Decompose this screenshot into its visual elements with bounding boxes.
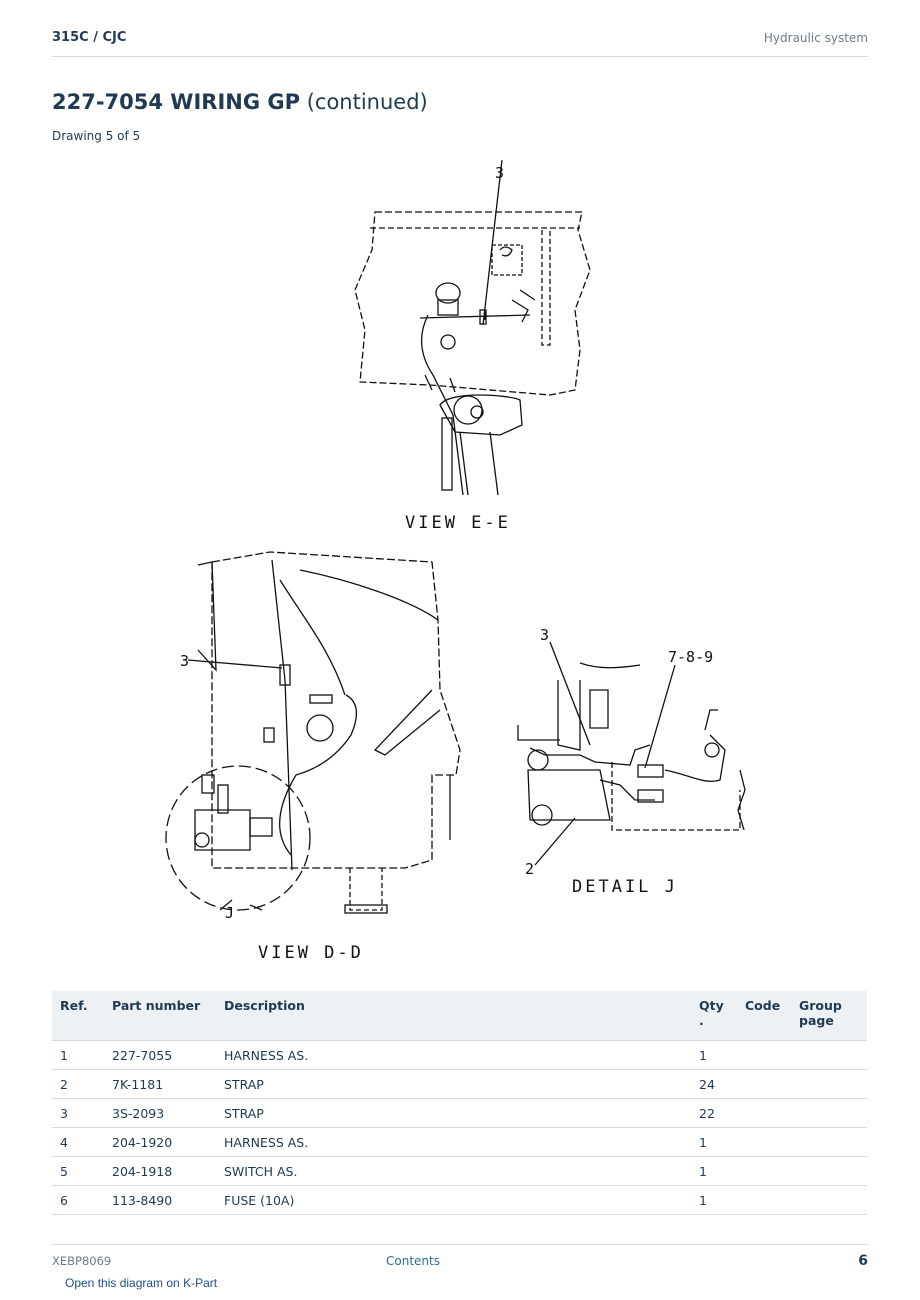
- cell-qty: 1: [691, 1185, 737, 1215]
- cell-ref: 4: [52, 1127, 104, 1157]
- parts-table: Ref. Part number Description Qty . Code …: [52, 991, 867, 1215]
- table-row: 4 204-1920 HARNESS AS. 1: [52, 1127, 867, 1157]
- document-id: XEBP8069: [52, 1254, 112, 1268]
- cell-qty: 24: [691, 1069, 737, 1099]
- view-dd-illustration: [165, 551, 461, 914]
- cell-description: STRAP: [216, 1069, 691, 1099]
- col-ref: Ref.: [52, 991, 104, 1041]
- cell-code: [737, 1127, 791, 1157]
- cell-code: [737, 1098, 791, 1128]
- cell-group-page: [791, 1098, 867, 1128]
- cell-qty: 1: [691, 1156, 737, 1186]
- cell-ref: 2: [52, 1069, 104, 1099]
- cell-part-number: 227-7055: [104, 1040, 216, 1070]
- section-label: Hydraulic system: [763, 31, 868, 45]
- cell-ref: 6: [52, 1185, 104, 1215]
- view-dd-label: VIEW D-D: [258, 943, 364, 963]
- view-ee-label: VIEW E-E: [405, 513, 511, 533]
- cell-qty: 1: [691, 1040, 737, 1070]
- callout-7-8-9: 7-8-9: [668, 648, 713, 666]
- callout-2: 2: [525, 860, 534, 878]
- cell-group-page: [791, 1185, 867, 1215]
- cell-part-number: 204-1920: [104, 1127, 216, 1157]
- cell-code: [737, 1156, 791, 1186]
- cell-group-page: [791, 1127, 867, 1157]
- cell-ref: 1: [52, 1040, 104, 1070]
- page-footer: XEBP8069 Contents 6: [52, 1244, 868, 1275]
- cell-description: FUSE (10A): [216, 1185, 691, 1215]
- title-suffix: (continued): [306, 90, 428, 114]
- drawing-subtitle: Drawing 5 of 5: [52, 129, 141, 143]
- cell-group-page: [791, 1040, 867, 1070]
- col-description: Description: [216, 991, 691, 1041]
- callout-3-left: 3: [180, 652, 189, 670]
- kpart-link[interactable]: Open this diagram on K-Part: [65, 1276, 218, 1290]
- cell-code: [737, 1069, 791, 1099]
- wiring-drawing: 3 VIEW E-E 3 3 7-8-9 2 DETAIL J J VIEW D…: [165, 159, 746, 963]
- col-code: Code: [737, 991, 791, 1041]
- model-label: 315C / CJC: [52, 30, 127, 45]
- cell-description: SWITCH AS.: [216, 1156, 691, 1186]
- cell-part-number: 7K-1181: [104, 1069, 216, 1099]
- cell-part-number: 204-1918: [104, 1156, 216, 1186]
- title-main: 227-7054 WIRING GP: [52, 90, 301, 114]
- page-number: 6: [858, 1253, 868, 1269]
- contents-link[interactable]: Contents: [386, 1254, 440, 1268]
- cell-qty: 22: [691, 1098, 737, 1128]
- cell-description: HARNESS AS.: [216, 1127, 691, 1157]
- cell-description: STRAP: [216, 1098, 691, 1128]
- cell-group-page: [791, 1069, 867, 1099]
- cell-group-page: [791, 1156, 867, 1186]
- cell-code: [737, 1040, 791, 1070]
- callout-j: J: [225, 904, 234, 922]
- callout-3-top: 3: [495, 164, 504, 182]
- col-part-number: Part number: [104, 991, 216, 1041]
- col-group-page: Group page: [791, 991, 867, 1041]
- cell-part-number: 3S-2093: [104, 1098, 216, 1128]
- cell-qty: 1: [691, 1127, 737, 1157]
- cell-ref: 3: [52, 1098, 104, 1128]
- table-row: 1 227-7055 HARNESS AS. 1: [52, 1040, 867, 1070]
- table-row: 6 113-8490 FUSE (10A) 1: [52, 1185, 867, 1215]
- detail-j-illustration: [517, 641, 746, 866]
- detail-j-label: DETAIL J: [572, 877, 678, 897]
- callout-3-right: 3: [540, 626, 549, 644]
- cell-code: [737, 1185, 791, 1215]
- view-ee-illustration: [354, 159, 591, 496]
- col-qty: Qty .: [691, 991, 737, 1041]
- page-header: 315C / CJC Hydraulic system: [52, 28, 868, 57]
- page-title: 227-7054 WIRING GP (continued): [52, 90, 428, 114]
- table-row: 3 3S-2093 STRAP 22: [52, 1098, 867, 1128]
- table-row: 2 7K-1181 STRAP 24: [52, 1069, 867, 1099]
- cell-part-number: 113-8490: [104, 1185, 216, 1215]
- cell-ref: 5: [52, 1156, 104, 1186]
- table-header-row: Ref. Part number Description Qty . Code …: [52, 991, 867, 1041]
- cell-description: HARNESS AS.: [216, 1040, 691, 1070]
- table-row: 5 204-1918 SWITCH AS. 1: [52, 1156, 867, 1186]
